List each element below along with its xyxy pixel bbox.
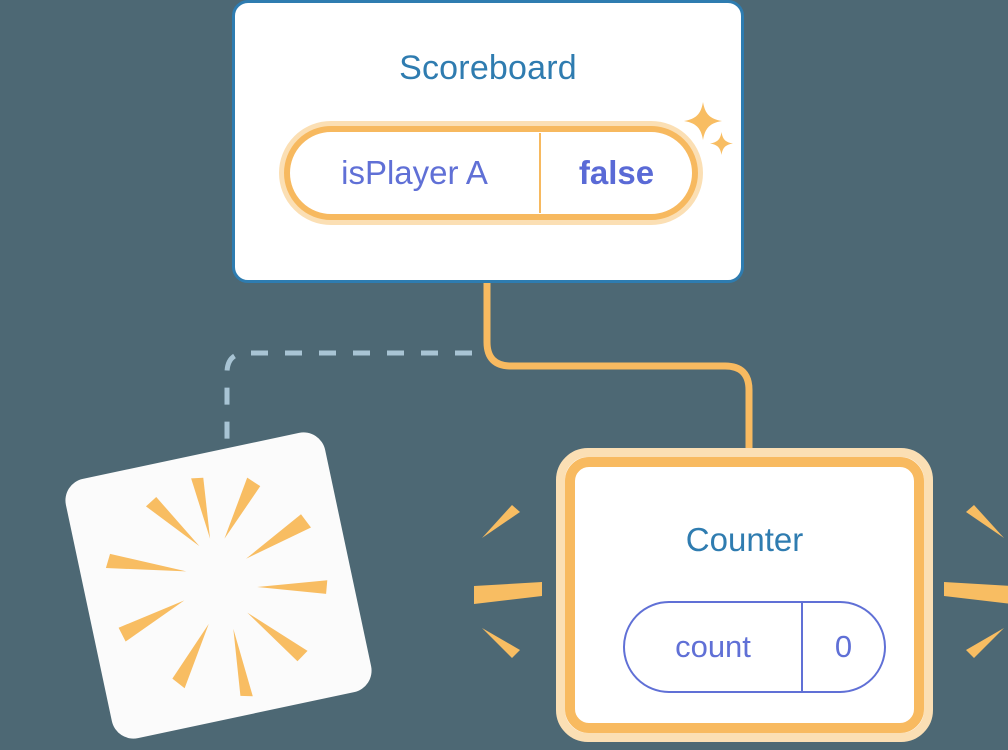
burst-ray (482, 628, 520, 658)
burst-icon (105, 477, 328, 697)
sparkle-large-icon (684, 102, 722, 140)
counter-burst-right-icon (944, 505, 1008, 658)
burst-ray (233, 628, 253, 697)
burst-ray (191, 477, 211, 539)
scoreboard-card[interactable]: Scoreboard isPlayer A false (232, 0, 744, 283)
burst-ray (944, 582, 1008, 604)
counter-title: Counter (685, 521, 804, 558)
burst-ray (224, 477, 261, 539)
pill-glow-ring (279, 121, 703, 225)
pill-divider (539, 133, 541, 213)
burst-ray (118, 600, 185, 642)
burst-ray (482, 505, 520, 538)
blank-card[interactable] (61, 428, 376, 743)
scoreboard-title: Scoreboard (399, 49, 577, 87)
burst-ray (966, 628, 1004, 658)
burst-ray (966, 505, 1004, 538)
counter-card-inner: Counter count 0 (565, 457, 924, 733)
scoreboard-state-pill[interactable]: isPlayer A false (279, 121, 703, 225)
burst-ray (246, 514, 311, 559)
burst-ray (105, 553, 187, 572)
burst-ray (257, 580, 328, 594)
counter-state-pill[interactable]: count 0 (623, 601, 886, 693)
state-key-label: isPlayer A (341, 154, 488, 191)
counter-burst-left-icon (474, 505, 542, 658)
burst-ray (172, 623, 209, 689)
counter-key-label: count (675, 629, 751, 664)
burst-ray (474, 582, 542, 604)
pill-highlight-ring: isPlayer A false (284, 126, 698, 220)
sparkle-small-icon (710, 132, 733, 155)
counter-value-label: 0 (834, 629, 853, 664)
counter-card[interactable]: Counter count 0 (556, 448, 933, 742)
solid-connector-path (483, 283, 753, 470)
burst-ray (247, 612, 308, 662)
burst-ray (145, 497, 200, 547)
counter-pill-divider (801, 603, 803, 691)
state-value-label: false (578, 154, 655, 191)
